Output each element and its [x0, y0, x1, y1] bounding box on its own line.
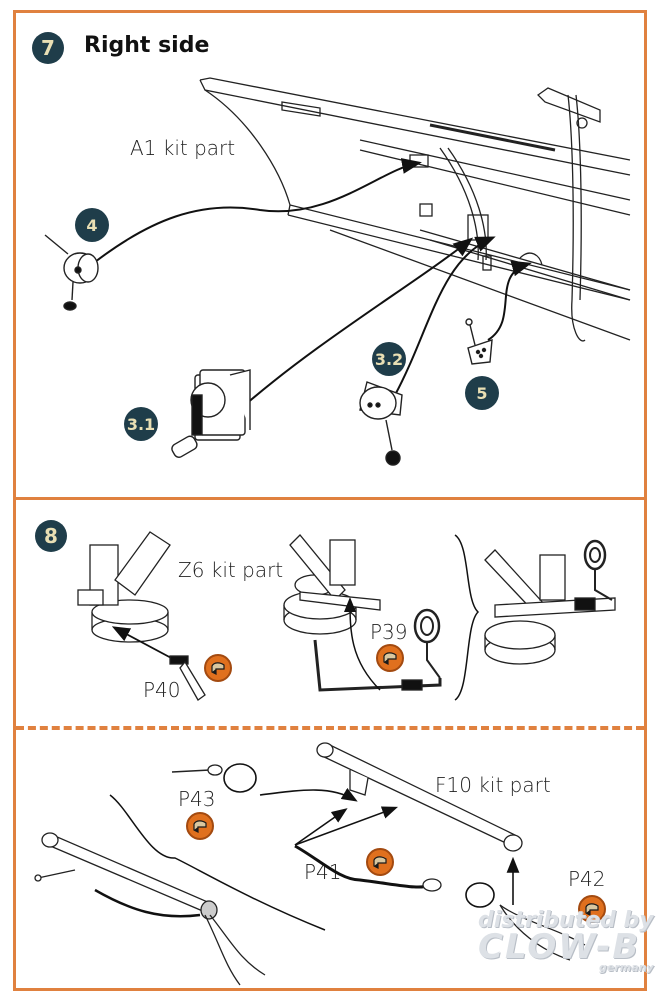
photo-etch-bend-icon [204, 654, 232, 682]
part-p42-drawing [465, 882, 586, 961]
brace [109, 794, 326, 931]
step-8-illustration [77, 531, 616, 701]
mount-z6-middle [283, 534, 381, 635]
part-3-2-drawing [359, 381, 403, 466]
photo-etch-bend-icon [186, 812, 214, 840]
watermark-line-1: distributed by [478, 908, 654, 933]
part-label-p42: P42 [568, 867, 606, 891]
callout-3-2: 3.2 [372, 342, 406, 376]
mount-z6-assembled [484, 539, 616, 665]
brace [454, 534, 480, 701]
part-label-p43: P43 [178, 787, 216, 811]
photo-etch-bend-icon [366, 848, 394, 876]
part-4-drawing [44, 234, 99, 311]
watermark-logo: CLOW-B [478, 927, 641, 967]
part-5-drawing [465, 318, 493, 365]
step-9-leaders [259, 787, 520, 905]
photo-etch-bend-icon [578, 895, 606, 923]
step-7-badge: 7 [32, 32, 64, 64]
instruction-frame [13, 10, 647, 991]
step-7-illustration [44, 77, 631, 466]
part-label-p39: P39 [370, 620, 408, 644]
part-p39-drawing [313, 608, 442, 692]
f10-kit-part-label: F10 kit part [435, 773, 551, 797]
part-3-1-drawing [171, 369, 251, 458]
section-divider [13, 497, 647, 500]
z6-kit-part-label: Z6 kit part [178, 558, 284, 582]
leader-lines [94, 158, 532, 406]
photo-etch-bend-icon [376, 644, 404, 672]
distributor-watermark: distributed by CLOW-B germany [478, 908, 654, 974]
step-8-badge: 8 [35, 520, 67, 552]
callout-3-1: 3.1 [124, 407, 158, 441]
part-p40-drawing [169, 655, 206, 701]
a1-kit-part-label: A1 kit part [130, 136, 236, 160]
section-divider-dashed [16, 726, 644, 730]
callout-5: 5 [465, 376, 499, 410]
part-p41-drawing [294, 844, 431, 889]
callout-4: 4 [75, 208, 109, 242]
part-p43-drawing [171, 763, 257, 793]
barrel-assembled [34, 832, 266, 986]
watermark-line-3: germany [598, 961, 654, 974]
part-label-p40: P40 [143, 678, 181, 702]
step-7-title: Right side [84, 33, 210, 58]
